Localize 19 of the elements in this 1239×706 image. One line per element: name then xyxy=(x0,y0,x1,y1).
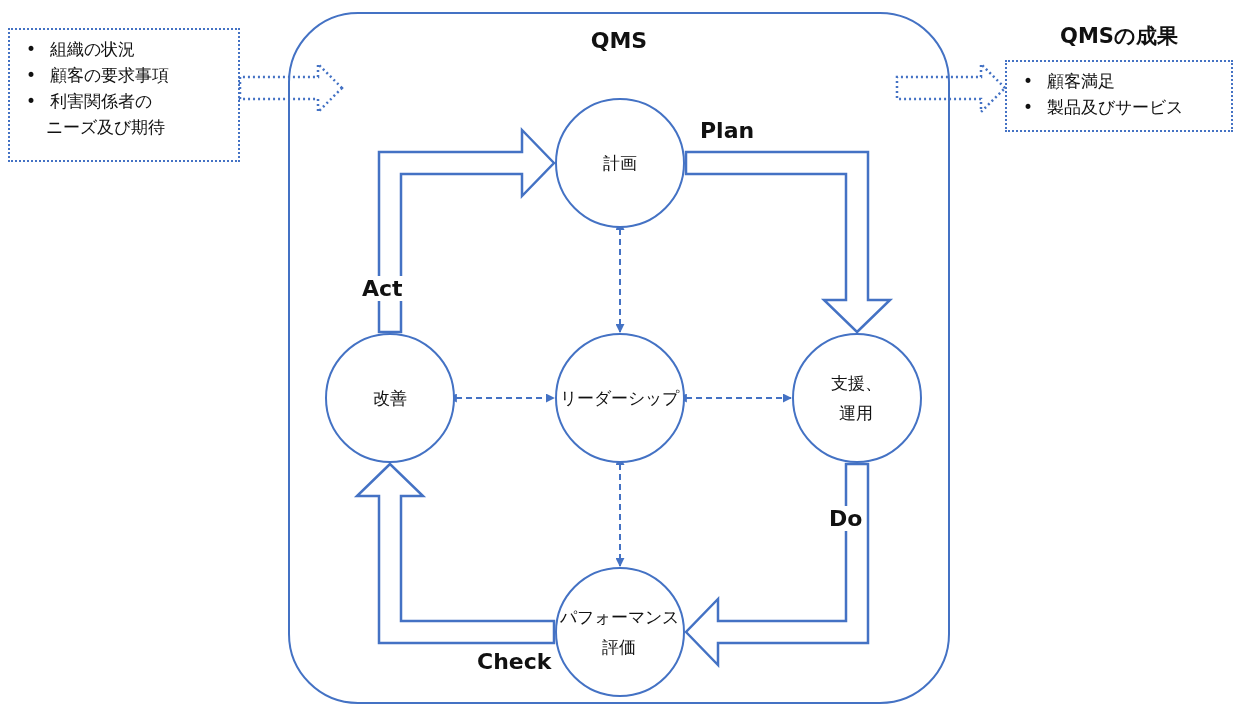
circle-label: 計画 xyxy=(602,151,637,175)
bullet-item: • 顧客の要求事項 xyxy=(26,64,169,87)
edge-label: Act xyxy=(360,276,405,301)
circle-label: リーダーシップ xyxy=(560,386,679,410)
hollow-block-arrow xyxy=(684,462,870,669)
bullet-item: • 顧客満足 xyxy=(1023,70,1115,93)
bullet-item: • 組織の状況 xyxy=(26,38,135,61)
frame-title: QMS xyxy=(589,28,649,53)
circle-label: 支援、運用 xyxy=(830,371,883,425)
dotted-box xyxy=(1005,60,1233,132)
circle-label: 改善 xyxy=(372,386,407,410)
output-heading: QMSの成果 xyxy=(1059,23,1179,50)
circle-label: パフォーマンス評価 xyxy=(559,605,680,659)
hollow-block-arrow xyxy=(684,150,894,334)
bullet-item: • 製品及びサービス xyxy=(1023,96,1183,119)
hollow-block-arrow xyxy=(353,462,556,645)
hollow-block-arrow xyxy=(377,126,556,334)
dotted-box xyxy=(8,28,240,162)
bullet-item: • 利害関係者のニーズ及び期待 xyxy=(26,90,166,139)
